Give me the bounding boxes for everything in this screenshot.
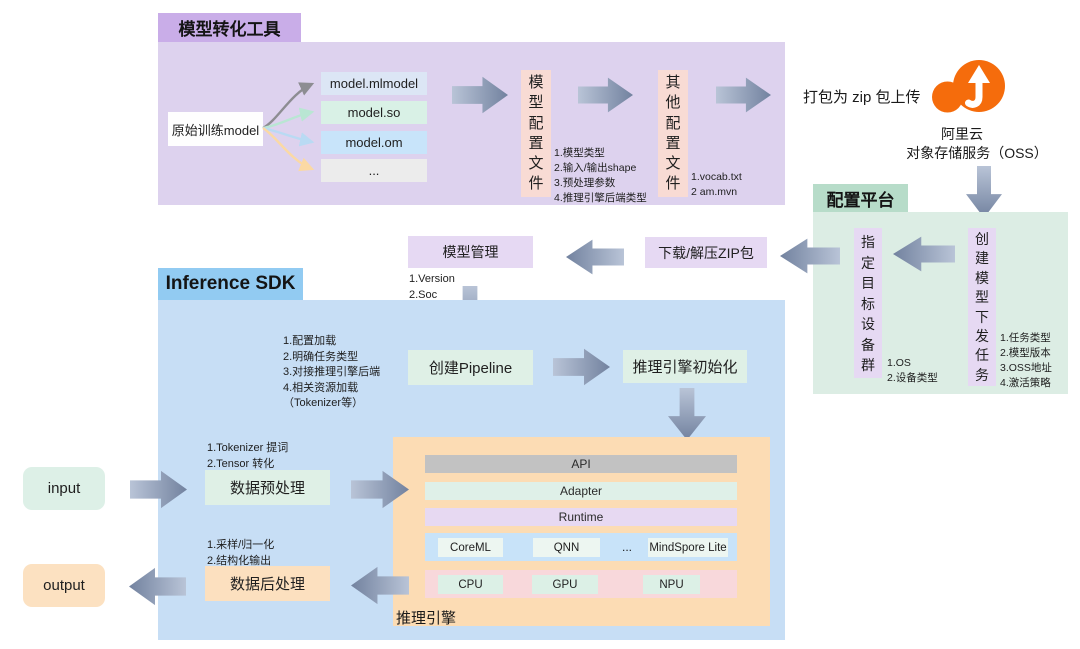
input-box: input (23, 467, 105, 510)
create-task-box: 创建模型下发任务 (968, 228, 996, 386)
sdk-title: Inference SDK (158, 268, 303, 300)
artifact-so: model.so (321, 101, 427, 124)
download-unzip-box: 下载/解压ZIP包 (645, 237, 767, 268)
arrow-left-icon (351, 566, 409, 605)
arrow-right-icon (351, 470, 409, 509)
hw-npu: NPU (643, 575, 700, 594)
arrow-right-icon (553, 348, 610, 386)
create-pipeline-box: 创建Pipeline (408, 350, 533, 385)
arrow-left-icon (129, 567, 186, 606)
converter-title: 模型转化工具 (158, 13, 301, 42)
postprocess-notes: 1.采样/归一化 2.结构化输出 (207, 539, 275, 567)
model-config-box: 模型配置文件 (521, 70, 551, 197)
arrow-right-icon (452, 76, 508, 114)
hw-gpu: GPU (532, 575, 598, 594)
target-group-box: 指定目标设备群 (854, 228, 882, 378)
oss-provider-label: 阿里云 (941, 126, 983, 142)
alicloud-oss-icon (932, 60, 1005, 113)
engine-layer-adapter: Adapter (425, 482, 737, 500)
backend-qnn: QNN (533, 538, 600, 557)
postprocess-box: 数据后处理 (205, 566, 330, 601)
arrow-left-icon (893, 236, 955, 272)
arrow-right-icon (578, 77, 633, 113)
target-group-notes: 1.OS 2.设备类型 (887, 357, 938, 384)
backend-more-label: ... (621, 540, 632, 554)
other-config-notes: 1.vocab.txt 2 am.mvn (691, 171, 742, 198)
fanout-arrows-icon (262, 82, 315, 172)
model-mgmt-notes: 1.Version 2.Soc (409, 273, 455, 301)
arrow-down-icon (966, 166, 1002, 218)
output-box: output (23, 564, 105, 607)
arrow-down-icon (668, 388, 706, 440)
artifact-mlmodel: model.mlmodel (321, 72, 427, 95)
arrow-right-icon (130, 470, 187, 509)
artifact-more: ... (321, 159, 427, 182)
arrow-left-icon (780, 238, 840, 274)
create-pipeline-notes: 1.配置加载 2.明确任务类型 3.对接推理引擎后端 4.相关资源加载（Toke… (283, 335, 381, 410)
other-config-box: 其他配置文件 (658, 70, 688, 197)
model-config-notes: 1.模型类型 2.输入/输出shape 3.预处理参数 4.推理引擎后端类型 (554, 147, 647, 204)
engine-label: 推理引擎 (396, 610, 457, 627)
preprocess-box: 数据预处理 (205, 470, 330, 505)
artifact-om: model.om (321, 131, 427, 154)
arrow-left-icon (566, 239, 624, 275)
zip-upload-caption: 打包为 zip 包上传 (803, 89, 921, 106)
create-task-notes: 1.任务类型 2.模型版本 3.OSS地址 4.激活策略 (1000, 332, 1052, 389)
arrow-right-icon (716, 77, 771, 113)
model-mgmt-box: 模型管理 (408, 236, 533, 268)
platform-title: 配置平台 (813, 184, 908, 212)
engine-init-box: 推理引擎初始化 (623, 350, 747, 383)
backend-mindspore: MindSpore Lite (648, 538, 728, 557)
backend-coreml: CoreML (438, 538, 503, 557)
source-model-box: 原始训练model (168, 112, 263, 146)
engine-layer-runtime: Runtime (425, 508, 737, 526)
engine-layer-api: API (425, 455, 737, 473)
preprocess-notes: 1.Tokenizer 提词 2.Tensor 转化 (207, 442, 289, 470)
oss-service-label: 对象存储服务（OSS） (906, 145, 1048, 161)
hw-cpu: CPU (438, 575, 503, 594)
